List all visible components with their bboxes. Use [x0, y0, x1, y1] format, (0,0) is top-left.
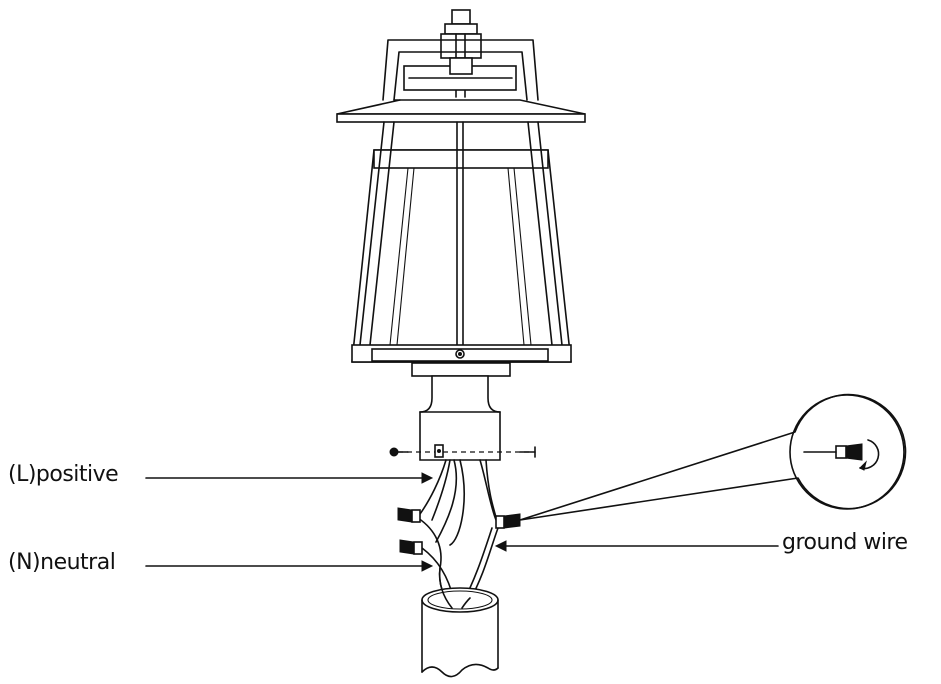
leader-positive [145, 472, 434, 484]
leader-neutral [145, 560, 434, 572]
ground-detail-callout [519, 393, 907, 521]
wires-into-pipe [438, 567, 471, 609]
set-screws [389, 444, 536, 458]
label-positive: (L)positive [8, 462, 119, 487]
wire-nut-positive [397, 507, 421, 523]
post-adapter [419, 375, 501, 461]
label-ground-wire: ground wire [782, 530, 908, 555]
post-pipe [421, 587, 499, 678]
wire-nut-neutral [399, 539, 423, 555]
label-neutral: (N)neutral [8, 550, 116, 575]
lamp-roof [336, 99, 586, 123]
lantern-cage [351, 121, 572, 377]
leader-ground [494, 540, 779, 552]
wire-nut-ground [495, 513, 521, 529]
lamp-top-frame [382, 39, 539, 101]
fixture-wires [417, 459, 499, 607]
